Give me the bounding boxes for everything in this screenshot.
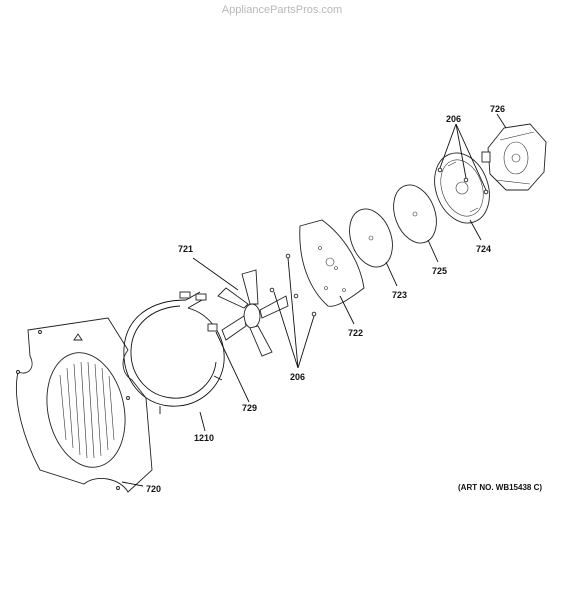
art-number: (ART NO. WB15438 C) [458, 483, 543, 492]
label-721: 721 [178, 244, 193, 254]
label-720: 720 [146, 484, 161, 494]
screw-206-g[interactable] [483, 189, 489, 195]
part-723-insulation-disc[interactable] [342, 203, 400, 273]
part-721-fan-blade[interactable] [217, 269, 289, 357]
screw-206-b[interactable] [269, 287, 275, 293]
label-724: 724 [476, 244, 491, 254]
screw-206-e[interactable] [437, 167, 443, 173]
label-725: 725 [432, 266, 447, 276]
screw-206-a[interactable] [285, 253, 291, 259]
screw-206-c[interactable] [293, 293, 299, 299]
label-726: 726 [490, 104, 505, 114]
part-726-fan-motor[interactable] [481, 123, 547, 191]
label-206-upper: 206 [446, 114, 461, 124]
label-1210: 1210 [194, 433, 214, 443]
part-725-insulation-disc[interactable] [386, 179, 444, 249]
label-729: 729 [242, 403, 257, 413]
screw-206-f[interactable] [463, 177, 469, 183]
label-206-lower: 206 [290, 372, 305, 382]
label-723: 723 [392, 290, 407, 300]
part-720-rear-panel[interactable] [15, 317, 153, 493]
watermark: AppliancePartsPros.com [221, 4, 343, 16]
part-724-mount-plate[interactable] [425, 145, 498, 230]
label-722: 722 [348, 328, 363, 338]
part-729-nut[interactable] [207, 323, 218, 332]
screw-206-d[interactable] [311, 311, 317, 317]
part-1210-heating-element[interactable] [123, 291, 225, 414]
part-722-fan-cover[interactable] [299, 219, 365, 307]
